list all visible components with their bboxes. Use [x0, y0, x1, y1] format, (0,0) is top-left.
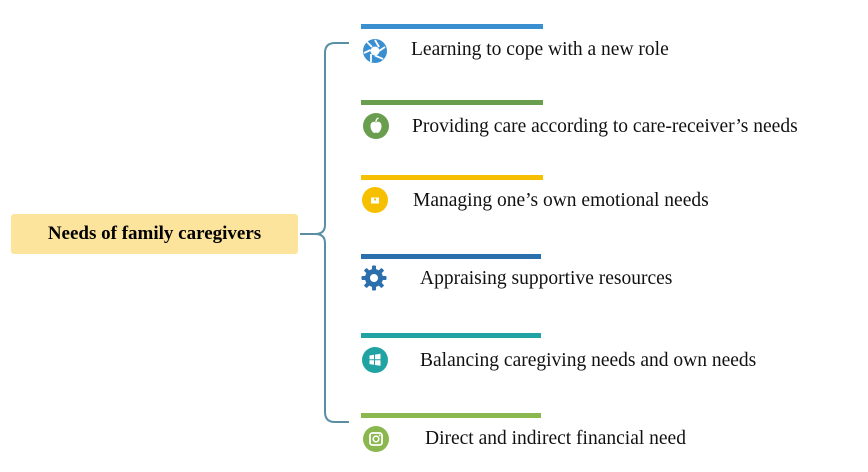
gear-icon [360, 264, 388, 292]
branch-4-label: Appraising supportive resources [420, 268, 673, 289]
branch-5-label: Balancing caregiving needs and own needs [420, 350, 757, 371]
root-label: Needs of family caregivers [47, 223, 262, 244]
apple-icon [362, 112, 390, 140]
root-node: Needs of family caregivers [11, 214, 298, 254]
branch-2-label: Providing care according to care-receive… [412, 116, 798, 137]
branch-5-bar [361, 333, 541, 338]
branch-3-label: Managing one’s own emotional needs [413, 190, 709, 211]
branch-2-bar [361, 100, 543, 105]
branch-1-bar [361, 24, 543, 29]
instagram-icon [362, 425, 390, 453]
windows-icon [361, 346, 389, 374]
branch-4-bar [361, 254, 541, 259]
branch-1-label: Learning to cope with a new role [411, 39, 669, 60]
branch-6-label: Direct and indirect financial need [425, 428, 686, 449]
branch-3-bar [361, 175, 543, 180]
camera-aperture-icon [361, 37, 389, 65]
branch-6-bar [361, 413, 541, 418]
package-icon [361, 186, 389, 214]
